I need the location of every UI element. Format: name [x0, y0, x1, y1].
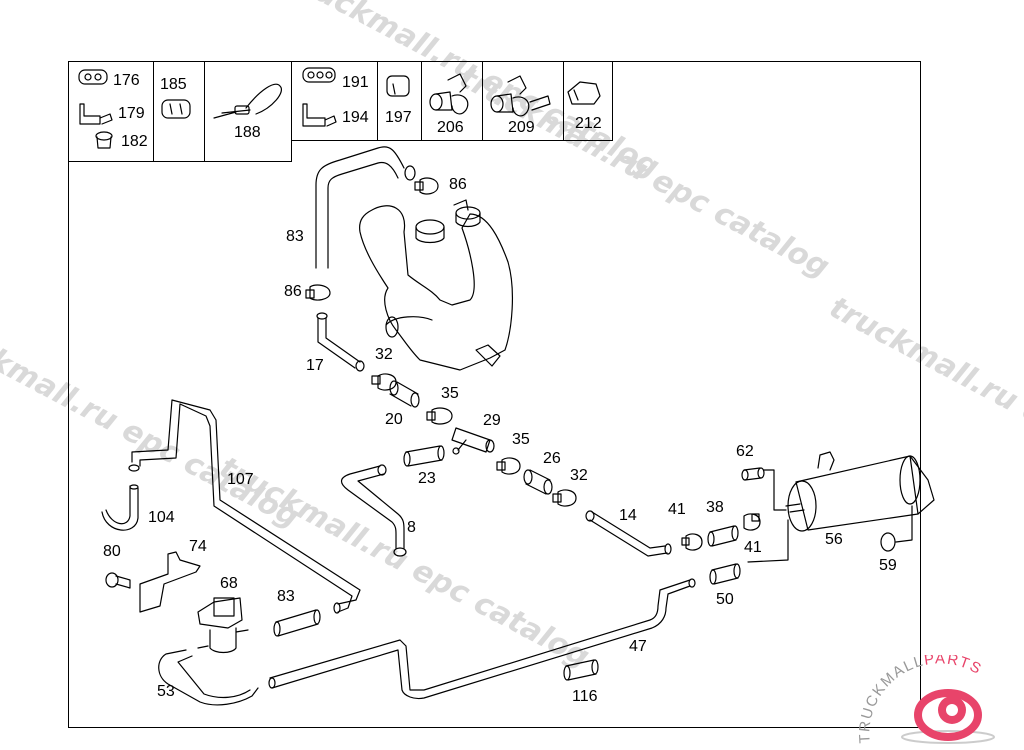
cable-tie-188-icon: [213, 83, 282, 119]
callout-38: 38: [706, 499, 724, 516]
legend-cell-176: [68, 61, 154, 162]
callout-50: 50: [716, 591, 734, 608]
callout-56: 56: [825, 531, 843, 548]
callout-68: 68: [220, 575, 238, 592]
callout-104: 104: [148, 509, 175, 526]
callout-80: 80: [103, 543, 121, 560]
clip-176-icon: [78, 69, 108, 85]
callout-35: 35: [441, 385, 459, 402]
legend-label-191: 191: [342, 74, 369, 91]
legend-cell-191: [291, 61, 378, 141]
hose-clamp-209-icon: [490, 75, 551, 117]
bracket-179-icon: [79, 103, 113, 125]
legend-label-188: 188: [234, 124, 261, 141]
legend-label-194: 194: [342, 109, 369, 126]
legend-cell-185: [153, 61, 205, 162]
callout-53: 53: [157, 683, 175, 700]
callout-29: 29: [483, 412, 501, 429]
legend-cell-188: [204, 61, 292, 162]
bracket-194-icon: [302, 103, 337, 127]
hose-83-upper: [315, 146, 405, 269]
callout-41: 41: [744, 539, 762, 556]
legend-label-206: 206: [437, 119, 464, 136]
callout-86: 86: [284, 283, 302, 300]
legend-cell-209: [482, 61, 564, 141]
callout-107: 107: [227, 471, 254, 488]
logo-text-dark: TRUCKMALL: [856, 655, 926, 744]
legend-cell-212: [563, 61, 613, 141]
truckmall-parts-logo: TRUCKMALLPARTS: [856, 655, 995, 744]
legend-label-185: 185: [160, 76, 187, 93]
callout-86: 86: [449, 176, 467, 193]
clip-212-icon: [567, 81, 601, 105]
callout-32: 32: [570, 467, 588, 484]
legend-label-212: 212: [575, 115, 602, 132]
legend-label-209: 209: [508, 119, 535, 136]
callout-83: 83: [277, 588, 295, 605]
callout-23: 23: [418, 470, 436, 487]
callout-41: 41: [668, 501, 686, 518]
callout-62: 62: [736, 443, 754, 460]
legend-cell-206: [421, 61, 483, 141]
logo-text-accent: PARTS: [923, 655, 985, 678]
callout-47: 47: [629, 638, 647, 655]
logo-swoosh-icon: [901, 730, 995, 744]
clip-191-icon: [302, 67, 336, 83]
clip-185-icon: [161, 99, 191, 119]
callout-35: 35: [512, 431, 530, 448]
legend-label-197: 197: [385, 109, 412, 126]
callout-14: 14: [619, 507, 637, 524]
callout-26: 26: [543, 450, 561, 467]
diagram-frame: [68, 61, 921, 728]
legend-cell-197: [377, 61, 422, 141]
callout-20: 20: [385, 411, 403, 428]
callout-59: 59: [879, 557, 897, 574]
hose-clamp-206-icon: [429, 73, 469, 115]
legend-label-182: 182: [121, 133, 148, 150]
clip-197-icon: [386, 75, 410, 97]
callout-116: 116: [572, 688, 598, 705]
legend-label-176: 176: [113, 72, 140, 89]
callout-83: 83: [286, 228, 304, 245]
legend-label-179: 179: [118, 105, 145, 122]
nut-182-icon: [95, 131, 113, 149]
callout-17: 17: [306, 357, 324, 374]
callout-74: 74: [189, 538, 207, 555]
callout-32: 32: [375, 346, 393, 363]
callout-8: 8: [407, 519, 416, 536]
gear-icon: [914, 689, 982, 741]
